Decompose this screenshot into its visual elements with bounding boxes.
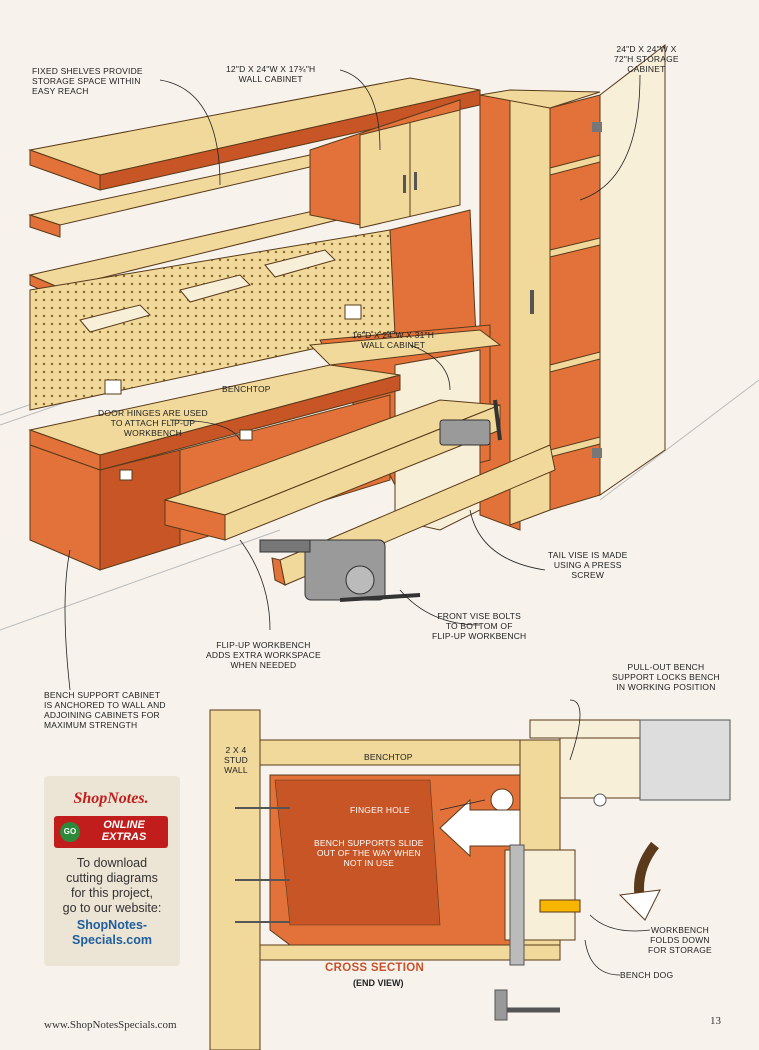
- online-extras-box: [44, 776, 180, 966]
- front-vise: [259, 539, 421, 602]
- fixed-shelf-1: [28, 154, 341, 238]
- cross-section-title: CROSS SECTION: [325, 962, 425, 974]
- label-benchtop-section: BENCHTOP: [364, 752, 413, 762]
- page-number: 13: [710, 1015, 721, 1027]
- online-extras-label: ONLINE EXTRAS: [101, 819, 147, 843]
- footer-url[interactable]: www.ShopNotesSpecials.com: [44, 1019, 177, 1031]
- label-finger-hole: FINGER HOLE: [350, 805, 410, 815]
- outlet: [344, 304, 362, 320]
- benchtop: [28, 364, 401, 471]
- callout-leaders: [64, 69, 641, 691]
- shopnotes-logo: ShopNotes.: [73, 790, 149, 807]
- go-icon: GO: [60, 822, 80, 842]
- cross-section-subtitle: (END VIEW): [353, 978, 404, 988]
- tail-vise: [439, 399, 502, 446]
- top-long-shelf: [28, 77, 481, 191]
- cross-section: [209, 699, 731, 1050]
- label-bench-dog: BENCH DOG: [620, 970, 674, 980]
- promo-link[interactable]: ShopNotes-Specials.com: [72, 918, 152, 947]
- storage-cabinet: [479, 43, 666, 531]
- outlet: [104, 379, 122, 395]
- upper-wall-cabinet: [309, 99, 461, 229]
- light-fixture: [79, 249, 336, 333]
- label-benchtop: BENCHTOP: [222, 384, 271, 394]
